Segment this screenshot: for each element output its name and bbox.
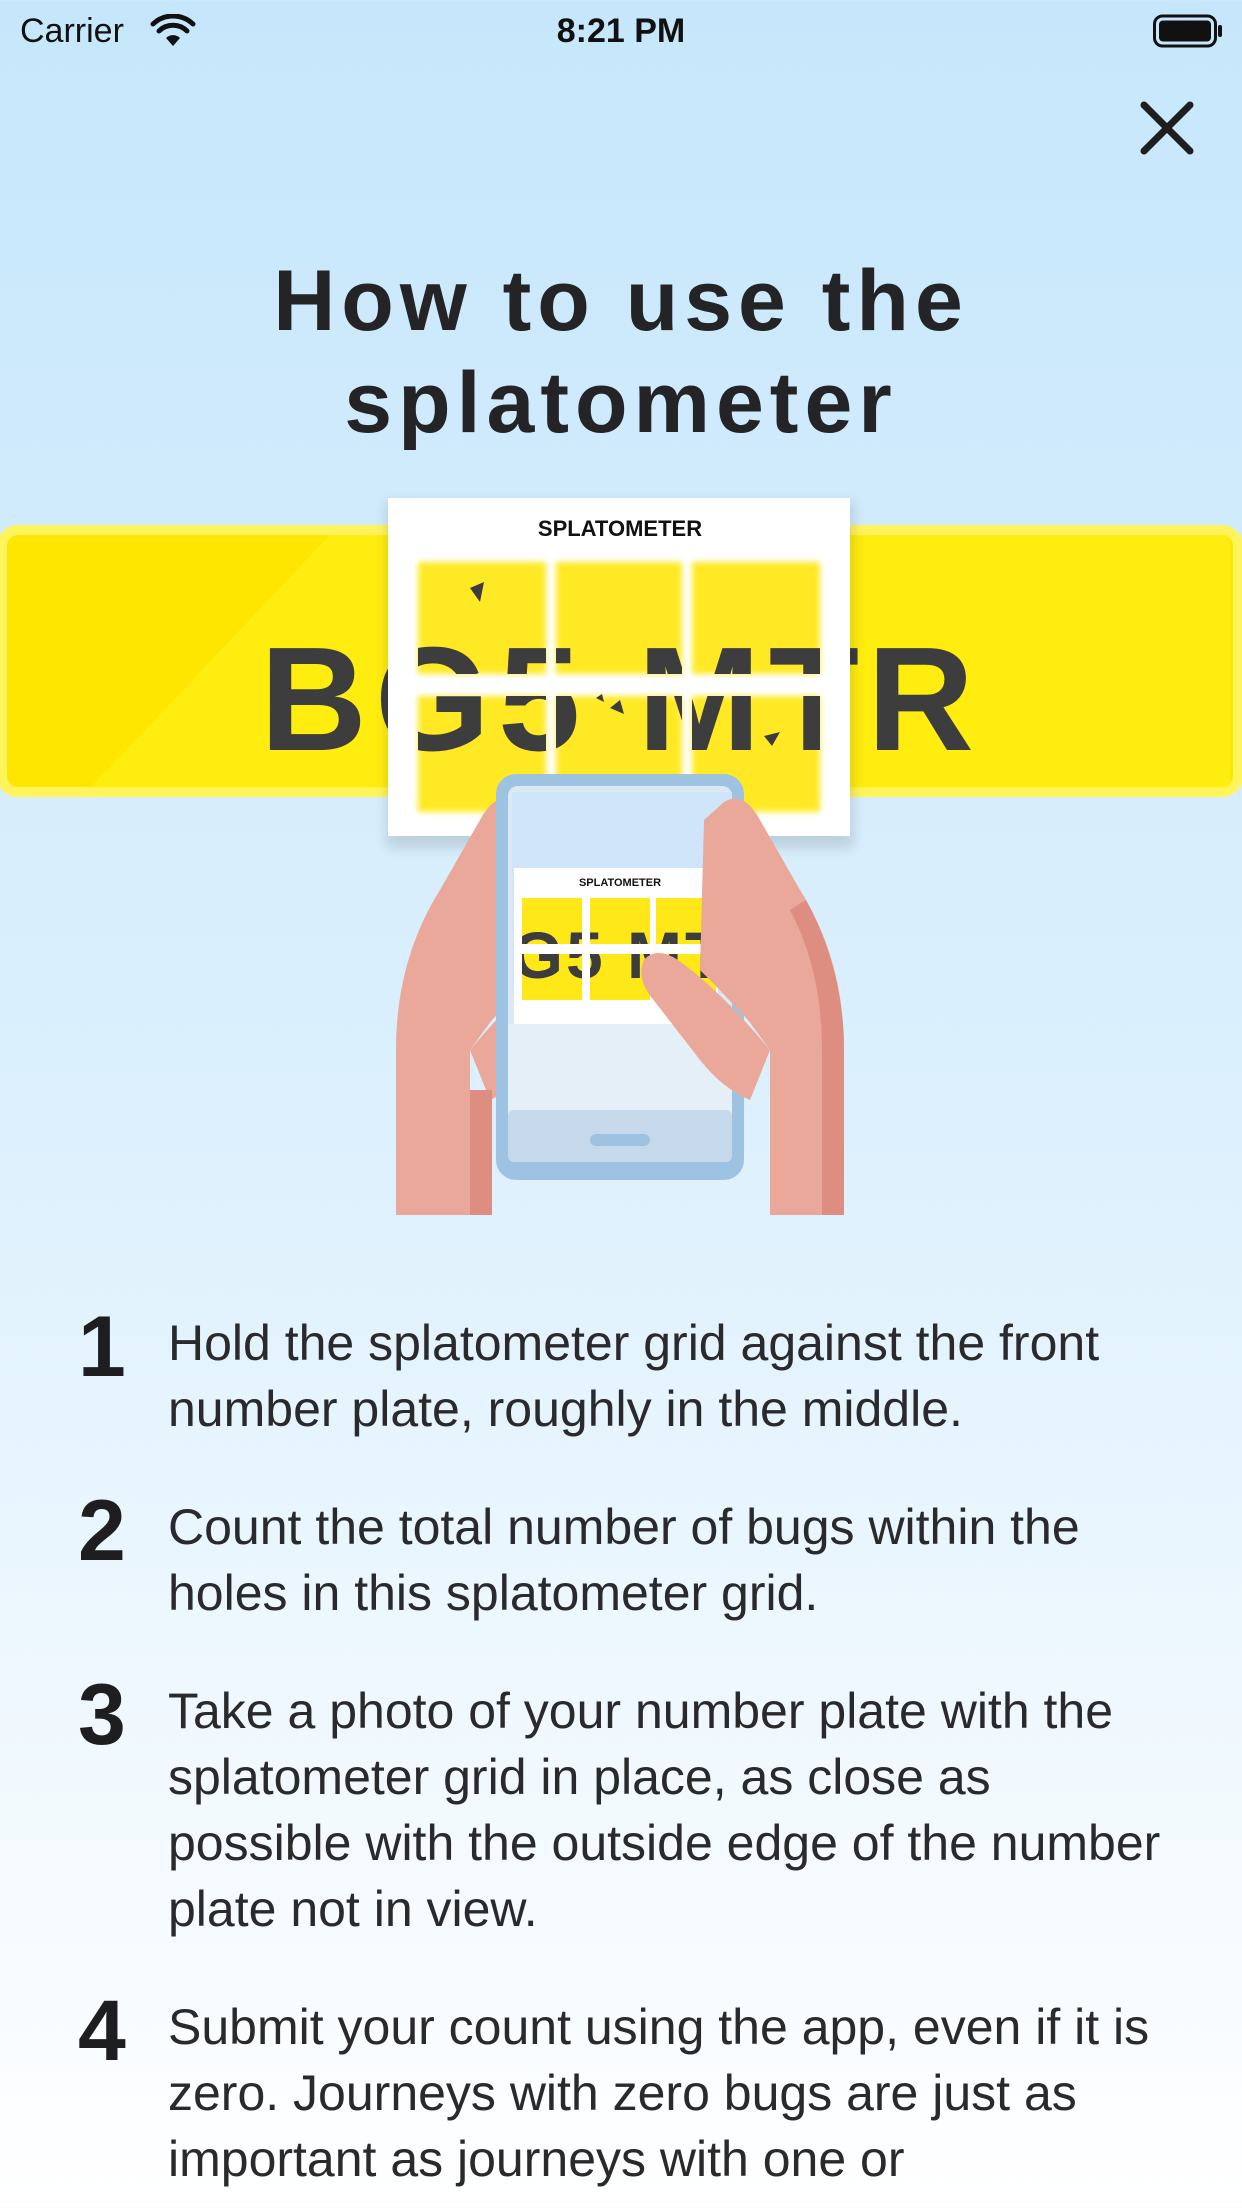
- status-time: 8:21 PM: [556, 12, 686, 50]
- step-number: 4: [78, 1983, 126, 2079]
- step-item: 1 Hold the splatometer grid against the …: [0, 1304, 1242, 1442]
- step-number: 2: [78, 1483, 126, 1579]
- card-label: SPLATOMETER: [538, 516, 702, 541]
- wifi-icon: [150, 14, 196, 46]
- step-number: 3: [78, 1667, 126, 1763]
- step-text: Hold the splatometer grid against the fr…: [168, 1315, 1100, 1437]
- page-title: How to use the splatometer: [0, 250, 1242, 454]
- step-text: Take a photo of your number plate with t…: [168, 1683, 1161, 1937]
- step-text: Submit your count using the app, even if…: [168, 1999, 1150, 2187]
- phone-card-label: SPLATOMETER: [579, 877, 661, 889]
- instruction-steps: 1 Hold the splatometer grid against the …: [0, 1304, 1242, 2208]
- step-item: 3 Take a photo of your number plate with…: [0, 1672, 1242, 1942]
- step-item: 2 Count the total number of bugs within …: [0, 1488, 1242, 1626]
- splatometer-illustration: BG5 MTR SPLATOMETER BG5 MTR: [0, 498, 1242, 1215]
- plate-text-through-holes: BG5 MTR: [260, 617, 982, 782]
- bug-splats: [470, 582, 780, 746]
- status-bar: Carrier 8:21 PM: [0, 0, 1242, 62]
- title-line-2: splatometer: [344, 355, 898, 451]
- battery-icon: [1153, 14, 1222, 48]
- right-hand: [641, 798, 844, 1215]
- step-number: 1: [78, 1299, 126, 1395]
- step-item: 4 Submit your count using the app, even …: [0, 1988, 1242, 2192]
- step-text: Count the total number of bugs within th…: [168, 1499, 1080, 1621]
- carrier-label: Carrier: [20, 12, 124, 50]
- close-icon[interactable]: [1134, 95, 1200, 161]
- title-line-1: How to use the: [273, 253, 969, 349]
